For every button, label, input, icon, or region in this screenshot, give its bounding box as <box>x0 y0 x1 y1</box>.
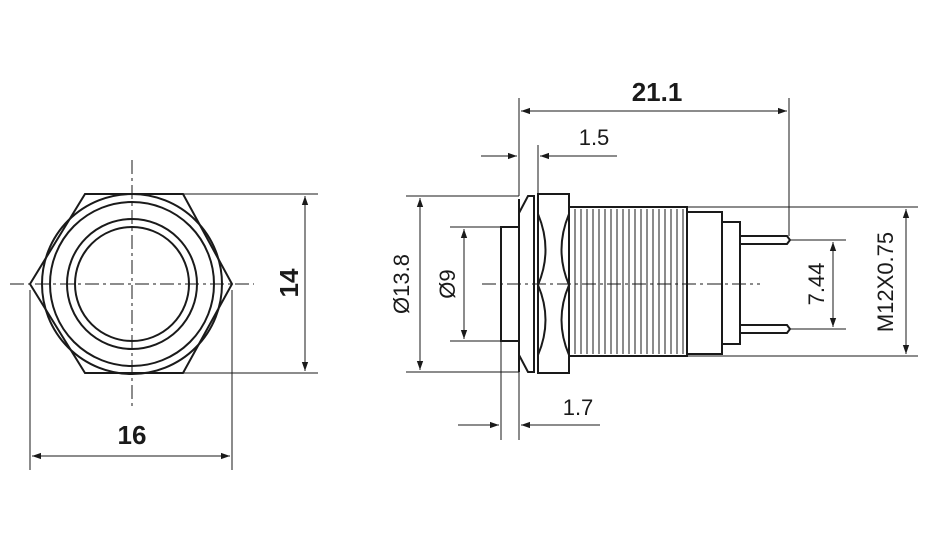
rear-terminal-block <box>721 221 741 345</box>
height-dimension-label: 14 <box>274 268 304 297</box>
outer-diameter-label: Ø13.8 <box>389 254 414 314</box>
nut-facet-curve <box>537 213 547 286</box>
thread-dimension-label: M12X0.75 <box>873 232 898 332</box>
side-view: 21.1 1.5 1.7 Ø13.8 Ø9 7.44 M12X0.75 <box>389 77 918 440</box>
nut-facet-curve <box>560 213 570 286</box>
flange-dimension-label: 1.5 <box>579 125 610 150</box>
thread-lines <box>574 209 684 354</box>
nut-facet-curve <box>560 284 570 356</box>
nut-facet-curve <box>537 284 547 356</box>
width-dimension-label: 16 <box>118 420 147 450</box>
length-dimension-label: 21.1 <box>632 77 683 107</box>
lens-diameter-label: Ø9 <box>435 269 460 298</box>
head-dimension-label: 1.7 <box>563 395 594 420</box>
rear-housing <box>686 211 723 355</box>
pin-spacing-label: 7.44 <box>804 263 829 306</box>
front-view: 14 16 <box>10 160 318 470</box>
terminal-pin-bottom <box>740 324 792 334</box>
terminal-pin-top <box>740 235 792 245</box>
